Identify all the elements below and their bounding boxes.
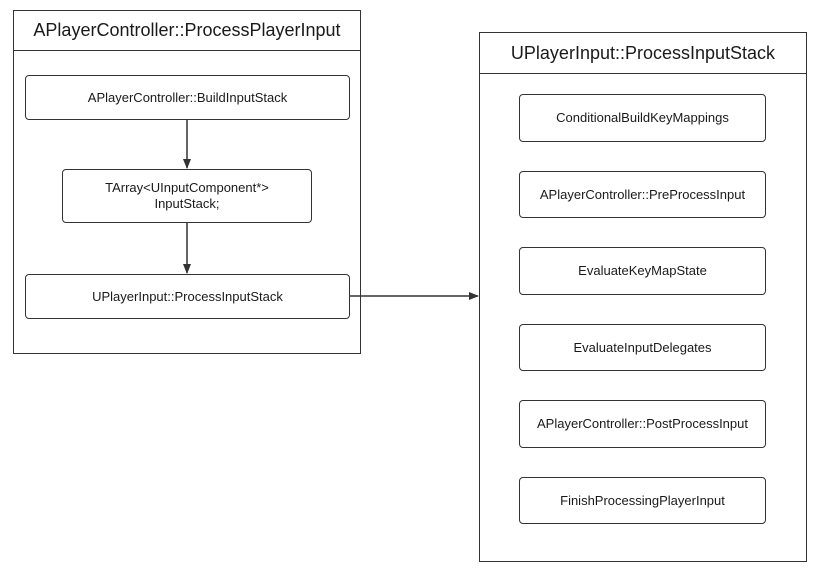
- pre-process-input-label: APlayerController::PreProcessInput: [539, 186, 746, 202]
- finish-processing-player-input-node: FinishProcessingPlayerInput: [519, 477, 766, 524]
- conditional-build-key-mappings-label: ConditionalBuildKeyMappings: [556, 110, 729, 125]
- input-stack-array-node: TArray<UInputComponent*> InputStack;: [62, 169, 312, 223]
- process-player-input-title: APlayerController::ProcessPlayerInput: [14, 11, 360, 51]
- conditional-build-key-mappings-node: ConditionalBuildKeyMappings: [519, 94, 766, 142]
- post-process-input-node: APlayerController::PostProcessInput: [519, 400, 766, 448]
- build-input-stack-node: APlayerController::BuildInputStack: [25, 75, 350, 120]
- evaluate-input-delegates-node: EvaluateInputDelegates: [519, 324, 766, 371]
- build-input-stack-label: APlayerController::BuildInputStack: [87, 89, 288, 105]
- evaluate-key-map-state-label: EvaluateKeyMapState: [578, 263, 707, 278]
- evaluate-key-map-state-node: EvaluateKeyMapState: [519, 247, 766, 295]
- input-stack-type-label: TArray<UInputComponent*>: [105, 180, 269, 195]
- post-process-input-label: APlayerController::PostProcessInput: [537, 416, 748, 431]
- process-input-stack-call-node: UPlayerInput::ProcessInputStack: [25, 274, 350, 319]
- process-input-stack-call-label: UPlayerInput::ProcessInputStack: [92, 288, 283, 304]
- evaluate-input-delegates-label: EvaluateInputDelegates: [573, 339, 712, 355]
- process-input-stack-title: UPlayerInput::ProcessInputStack: [480, 33, 806, 74]
- input-stack-name-label: InputStack;: [154, 196, 220, 211]
- finish-processing-player-input-label: FinishProcessingPlayerInput: [560, 492, 725, 508]
- pre-process-input-node: APlayerController::PreProcessInput: [519, 171, 766, 218]
